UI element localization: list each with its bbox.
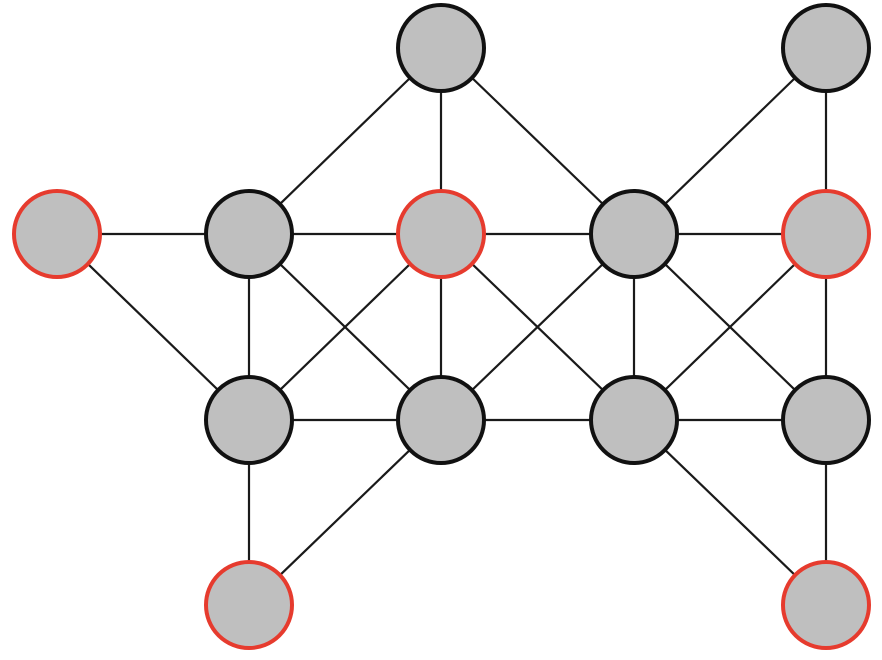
node-low-1 <box>204 375 294 465</box>
node-mid-2 <box>396 189 486 279</box>
node-low-2 <box>396 375 486 465</box>
node-top-center <box>396 3 486 93</box>
node-bottom-left <box>204 560 294 650</box>
node-top-right <box>781 3 871 93</box>
node-bottom-right <box>781 560 871 650</box>
node-mid-left-outer <box>12 189 102 279</box>
edge-layer <box>55 46 828 607</box>
node-mid-1 <box>204 189 294 279</box>
node-layer <box>12 3 871 650</box>
node-low-4 <box>781 375 871 465</box>
node-low-3 <box>589 375 679 465</box>
node-mid-3 <box>589 189 679 279</box>
node-mid-4 <box>781 189 871 279</box>
